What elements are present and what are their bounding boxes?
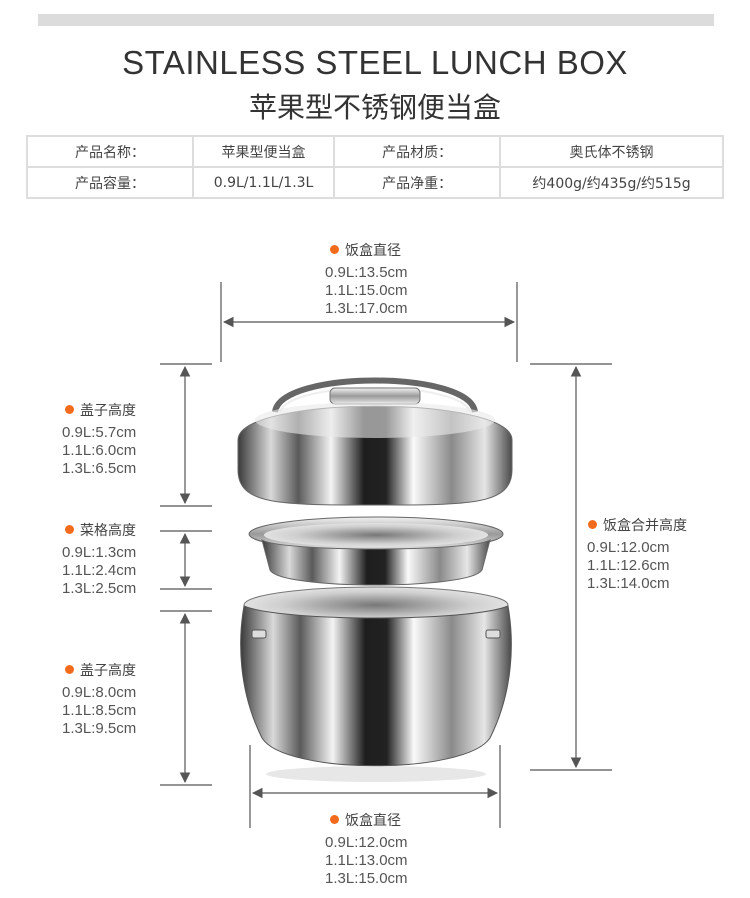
spec-key: 产品净重： [335,168,500,197]
tray-height-label: 菜格高度 [65,520,136,540]
page-title-cn: 苹果型不锈钢便当盒 [248,91,501,124]
bullet-dot-icon [330,245,339,254]
table-row: 产品名称： 苹果型便当盒 产品材质： 奥氏体不锈钢 [28,137,722,166]
bottom-diameter-sizes: 0.9L:12.0cm 1.1L:13.0cm 1.3L:15.0cm [325,834,408,887]
bullet-dot-icon [65,665,74,674]
total-height-sizes: 0.9L:12.0cm 1.1L:12.6cm 1.3L:14.0cm [587,539,670,592]
page-title-en: STAINLESS STEEL LUNCH BOX [122,44,628,81]
bowl-height-sizes: 0.9L:8.0cm 1.1L:8.5cm 1.3L:9.5cm [62,684,137,737]
bowl-height-line [160,610,212,786]
lid-height-sizes: 0.9L:5.7cm 1.1L:6.0cm 1.3L:6.5cm [62,424,137,477]
top-diameter-line [220,282,518,362]
header-band [38,14,714,26]
lid-height-line [160,363,212,507]
top-diameter-label: 饭盒直径 [330,240,401,260]
bullet-dot-icon [65,525,74,534]
bullet-dot-icon [330,815,339,824]
tray-height-line [160,530,212,590]
spec-key: 产品名称： [28,137,192,166]
spec-value: 苹果型便当盒 [194,137,334,166]
bowl [240,586,512,782]
spec-value: 约400g/约435g/约515g [501,168,722,197]
lid-height-label: 盖子高度 [65,400,136,420]
bottom-diameter-line [249,745,501,828]
tray [248,516,504,586]
spec-key: 产品材质： [335,137,500,166]
bullet-dot-icon [65,405,74,414]
top-diameter-sizes: 0.9L:13.5cm 1.1L:15.0cm 1.3L:17.0cm [325,264,408,317]
tray-height-sizes: 0.9L:1.3cm 1.1L:2.4cm 1.3L:2.5cm [62,544,137,597]
lid [237,377,513,506]
spec-value: 0.9L/1.1L/1.3L [194,168,334,197]
spec-key: 产品容量： [28,168,192,197]
total-height-label: 饭盒合并高度 [588,515,687,535]
bowl-height-label: 盖子高度 [65,660,136,680]
bottom-diameter-label: 饭盒直径 [330,810,401,830]
total-height-line [530,363,612,771]
spec-table: 产品名称： 苹果型便当盒 产品材质： 奥氏体不锈钢 产品容量： 0.9L/1.1… [26,135,724,199]
spec-value: 奥氏体不锈钢 [501,137,722,166]
bullet-dot-icon [588,520,597,529]
table-row: 产品容量： 0.9L/1.1L/1.3L 产品净重： 约400g/约435g/约… [28,168,722,197]
